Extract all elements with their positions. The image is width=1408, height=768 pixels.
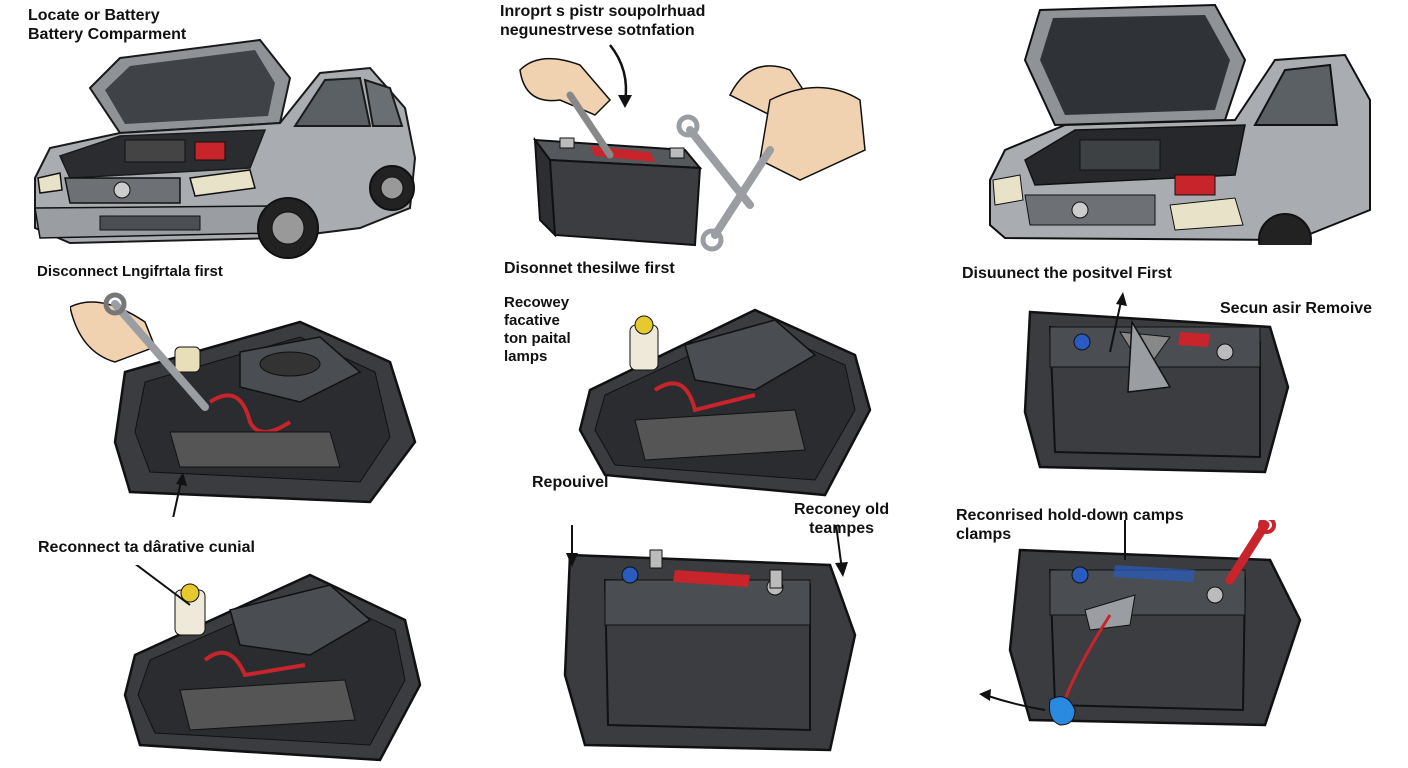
battery-with-wrench-hands: [500, 40, 880, 265]
engine-bay-middle: [575, 300, 875, 500]
engine-bay-wrench-left: [70, 292, 420, 517]
battery-bottom-right-wrench: [975, 520, 1305, 745]
label-repouivel: Repouivel: [532, 474, 609, 491]
label-reconnect-old: Reconey old teampes: [794, 501, 890, 537]
label-disconnect-left: Disconnect Lngifrtala first: [37, 263, 223, 280]
car-open-hood-left: [30, 38, 420, 263]
label-remove-clamps: Recowey facative ton paital lamps: [504, 294, 571, 365]
label-tools: Inroprt s pistr soupolrhuad negunestrves…: [500, 3, 706, 39]
car-open-hood-right: [985, 0, 1375, 245]
engine-bay-bottom-left: [120, 565, 425, 765]
battery-holddown-right: [1020, 292, 1290, 482]
label-reconnsed-holddown: Reconrised hold-down camps clamps: [956, 507, 1184, 543]
label-disconnect-right: Disuunect the positvel First: [962, 265, 1172, 282]
label-reconnect-negative: Reconnect ta dârative cunial: [38, 539, 255, 556]
label-locate-battery: Locate or Battery Battery Comparment: [28, 7, 187, 43]
label-disconnect-mid: Disonnet thesilwe first: [504, 260, 675, 277]
label-secure-remove: Secun asir Remoive: [1220, 300, 1373, 317]
battery-bottom-middle: [560, 525, 860, 755]
